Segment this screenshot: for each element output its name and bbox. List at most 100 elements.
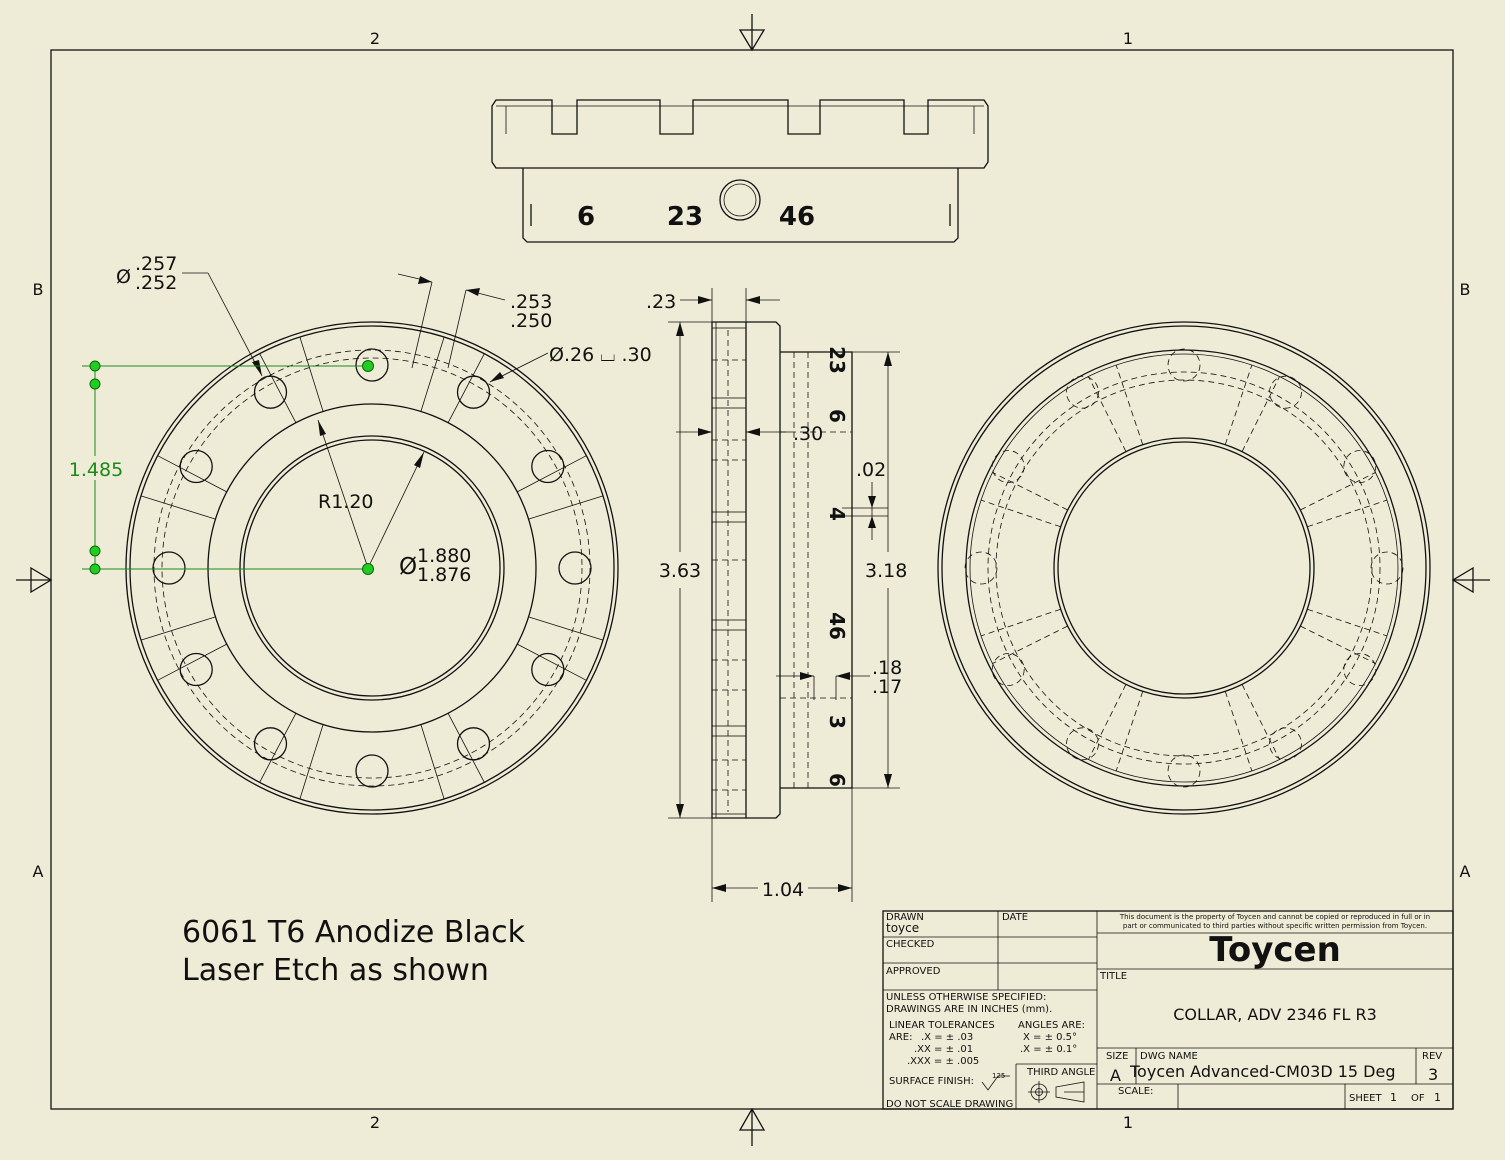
back-slot-edge (1115, 364, 1144, 445)
front-slot-edge (420, 336, 445, 412)
centering-mark-bottom (738, 1107, 766, 1146)
back-bolt-hole (1343, 653, 1377, 686)
front-view-dims: Ø .257 .252 .253 .250 Ø.26 ⌴ .30 R1.20 Ø… (64, 253, 652, 586)
tb-surface-value: 125 (992, 1072, 1005, 1080)
side-etch-23: 23 (825, 346, 849, 374)
bore-dia-top: 1.880 (417, 545, 471, 567)
front-bolt-hole (531, 652, 565, 687)
zone-top-2: 2 (370, 29, 380, 48)
tb-of-label: OF (1411, 1093, 1425, 1104)
tb-property-1: This document is the property of Toycen … (1119, 913, 1430, 921)
back-bolt-hole (1269, 375, 1302, 409)
dim-etch-depth: .02 (856, 459, 886, 481)
etch-note: Laser Etch as shown (182, 953, 489, 988)
dim-outer-diameter: 3.63 (659, 560, 701, 582)
material-note: 6061 T6 Anodize Black (182, 915, 526, 950)
back-bolt-hole (991, 653, 1025, 686)
bolt-circle-radius: R1.20 (318, 491, 374, 513)
front-bolt-hole (531, 449, 565, 484)
tb-unless-2: DRAWINGS ARE IN INCHES (mm). (886, 1004, 1052, 1015)
tb-scale-label: SCALE: (1118, 1086, 1153, 1097)
front-bolt-hole (558, 551, 592, 585)
tb-angle-x: X = ± 0.5° (1023, 1032, 1077, 1043)
bore-dia-bottom: 1.876 (417, 564, 471, 586)
side-etch-6: 6 (825, 409, 849, 423)
back-bolt-hole (964, 551, 998, 585)
hole-dia-top: .257 (135, 253, 177, 275)
front-slot-edge (528, 495, 604, 520)
back-slot-edge (1088, 376, 1127, 452)
slot-width-bottom: .250 (510, 310, 552, 332)
back-slot-edge (992, 472, 1068, 511)
back-bolt-hole (1167, 754, 1201, 788)
back-bolt-hole (1269, 727, 1302, 761)
side-etch-6b: 6 (825, 773, 849, 787)
projection-symbol-icon (1028, 1081, 1085, 1103)
slot-width-top: .253 (510, 291, 552, 313)
tb-checked-label: CHECKED (886, 939, 935, 950)
back-bolt-hole (1167, 348, 1201, 382)
tb-unless-1: UNLESS OTHERWISE SPECIFIED: (886, 992, 1046, 1003)
zone-bottom-2: 2 (370, 1113, 380, 1132)
back-bolt-hole (1066, 375, 1099, 409)
back-slot-edge (980, 499, 1061, 528)
front-slot-edge (517, 643, 587, 681)
tb-rev-label: REV (1422, 1051, 1442, 1062)
tb-title-label: TITLE (1099, 971, 1127, 982)
hole-y-dimension: 1.485 (69, 459, 123, 481)
tb-drawn-label: DRAWN (886, 912, 924, 923)
tb-angles-label: ANGLES ARE: (1018, 1020, 1085, 1031)
back-slot-edge (1300, 625, 1376, 664)
dim-hub-diameter: 3.18 (865, 560, 907, 582)
front-bolt-hole (355, 348, 389, 382)
top-etch-46: 46 (779, 202, 815, 232)
front-slot-edge (299, 724, 324, 800)
dim-step-bottom: .17 (872, 676, 902, 698)
front-slot-edge (259, 713, 297, 783)
back-slot-edge (1300, 472, 1376, 511)
centering-mark-right (1451, 566, 1490, 594)
dim-overall-length: 1.04 (762, 879, 804, 901)
back-slot-edge (992, 625, 1068, 664)
tb-company: Toycen (1209, 930, 1341, 970)
zone-left-a: A (33, 862, 44, 881)
tb-sheet: 1 (1390, 1091, 1397, 1104)
tb-drawn-by: toyce (886, 921, 919, 935)
front-bolt-hole (152, 551, 186, 585)
hole-dia-symbol: Ø (116, 266, 131, 288)
back-slot-edge (1307, 499, 1388, 528)
front-slot-edge (259, 353, 297, 423)
zone-bottom-1: 1 (1123, 1113, 1133, 1132)
back-slot-edge (1088, 684, 1127, 760)
tb-third-angle: THIRD ANGLE (1026, 1067, 1095, 1078)
hole-dia-bottom: .252 (135, 272, 177, 294)
top-etch-6: 6 (577, 202, 595, 232)
side-view: 23 6 4 46 3 6 (711, 321, 853, 819)
front-slot-edge (447, 713, 485, 783)
zone-top-1: 1 (1123, 29, 1133, 48)
front-bolt-hole (355, 754, 389, 788)
tb-rev: 3 (1428, 1065, 1438, 1084)
tb-dwg-label: DWG NAME (1140, 1051, 1198, 1062)
tb-sheet-label: SHEET (1349, 1093, 1383, 1104)
zone-right-b: B (1460, 280, 1471, 299)
front-slot-edge (140, 495, 216, 520)
back-slot-edge (1241, 684, 1280, 760)
tb-title: COLLAR, ADV 2346 FL R3 (1173, 1005, 1377, 1024)
tb-angle-xx: .X = ± 0.1° (1020, 1044, 1077, 1055)
front-slot-edge (517, 455, 587, 493)
front-slot-edge (157, 643, 227, 681)
front-bolt-hole (179, 652, 213, 687)
surface-finish-icon (981, 1075, 1010, 1091)
tb-property-2: part or communicated to third parties wi… (1123, 922, 1427, 930)
side-etch-46: 46 (825, 612, 849, 640)
bore-dia-symbol: Ø (399, 554, 417, 580)
tb-linear-xx: .XX = ± .01 (914, 1044, 973, 1055)
back-slot-edge (1224, 364, 1253, 445)
top-etch-23: 23 (667, 202, 703, 232)
front-slot-edge (447, 353, 485, 423)
centering-mark-left (16, 566, 53, 594)
tb-linear-x: .X = ± .03 (921, 1032, 973, 1043)
front-view (125, 321, 619, 815)
front-slot-edge (140, 616, 216, 641)
